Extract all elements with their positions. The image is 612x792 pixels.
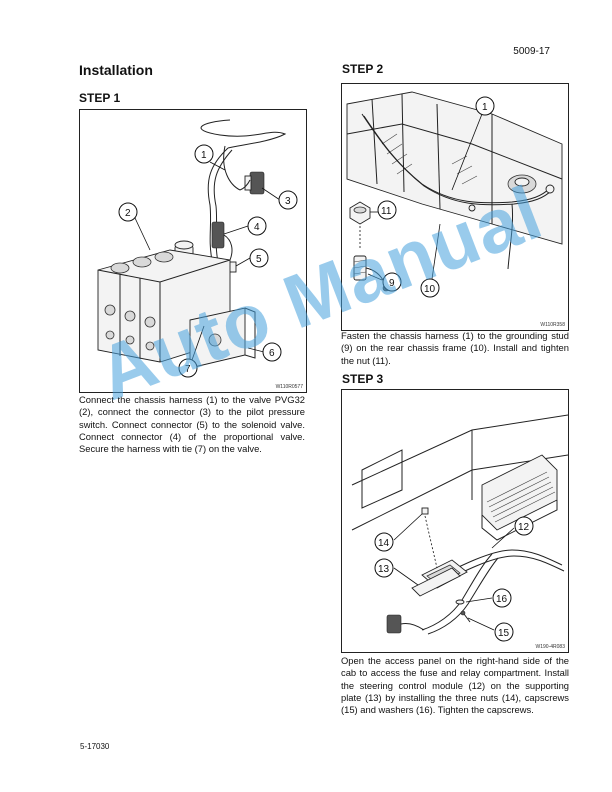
callout-2-label: 2 <box>125 208 131 219</box>
step3-instructions: Open the access panel on the right-hand … <box>341 655 569 716</box>
step3-callout-13: 13 <box>374 558 394 578</box>
callout-5-label: 5 <box>256 254 262 265</box>
callout-3-label: 3 <box>285 196 291 207</box>
callout-3: 3 <box>278 190 298 210</box>
step3-callout-15-label: 15 <box>498 628 510 639</box>
callout-5: 5 <box>249 248 269 268</box>
callout-6-label: 6 <box>269 348 275 359</box>
step2-callout-9-label: 9 <box>389 278 395 289</box>
footer-code: 5-17030 <box>80 742 110 751</box>
step3-callout-13-label: 13 <box>378 564 390 575</box>
callout-7: 7 <box>178 358 198 378</box>
callout-1-label: 1 <box>201 150 207 161</box>
figure-code: W110R358 <box>540 322 565 328</box>
page-number: 5009-17 <box>513 46 550 57</box>
step3-callout-14-label: 14 <box>378 538 390 549</box>
step1-figure: 1 2 3 4 5 6 7 W110R0577 <box>79 109 307 393</box>
callout-4: 4 <box>247 216 267 236</box>
callout-1: 1 <box>194 144 214 164</box>
step2-heading: STEP 2 <box>342 62 384 76</box>
figure-code: W190-4R083 <box>535 644 565 650</box>
step2-callout-10: 10 <box>420 278 440 298</box>
step2-callout-10-label: 10 <box>424 284 436 295</box>
step3-figure: 12 14 13 16 15 W190-4R083 <box>341 389 569 653</box>
callout-4-label: 4 <box>254 222 260 233</box>
step2-callout-11-label: 11 <box>381 206 392 217</box>
step3-callout-16: 16 <box>492 588 512 608</box>
figure-code: W110R0577 <box>275 384 303 390</box>
valve-harness-illustration: 1 2 3 4 5 6 7 <box>97 119 298 378</box>
step2-callout-11: 11 <box>377 200 397 220</box>
callout-2: 2 <box>118 202 138 222</box>
step2-callout-1: 1 <box>475 96 495 116</box>
chassis-frame-illustration: 1 11 9 10 <box>346 91 563 298</box>
section-title: Installation <box>79 62 153 78</box>
step3-callout-15: 15 <box>494 622 514 642</box>
step1-instructions: Connect the chassis harness (1) to the v… <box>79 394 305 455</box>
step3-callout-12-label: 12 <box>518 522 530 533</box>
callout-7-label: 7 <box>185 364 191 375</box>
steering-module-illustration: 12 14 13 16 15 <box>351 414 568 642</box>
step3-callout-12: 12 <box>514 516 534 536</box>
callout-6: 6 <box>262 342 282 362</box>
step1-heading: STEP 1 <box>79 91 121 105</box>
step3-callout-14: 14 <box>374 532 394 552</box>
step2-callout-9: 9 <box>382 272 402 292</box>
step2-instructions: Fasten the chassis harness (1) to the gr… <box>341 330 569 366</box>
step3-callout-16-label: 16 <box>496 594 508 605</box>
step2-callout-1-label: 1 <box>482 102 488 113</box>
step3-heading: STEP 3 <box>342 372 384 386</box>
step2-figure: 1 11 9 10 W110R358 <box>341 83 569 331</box>
